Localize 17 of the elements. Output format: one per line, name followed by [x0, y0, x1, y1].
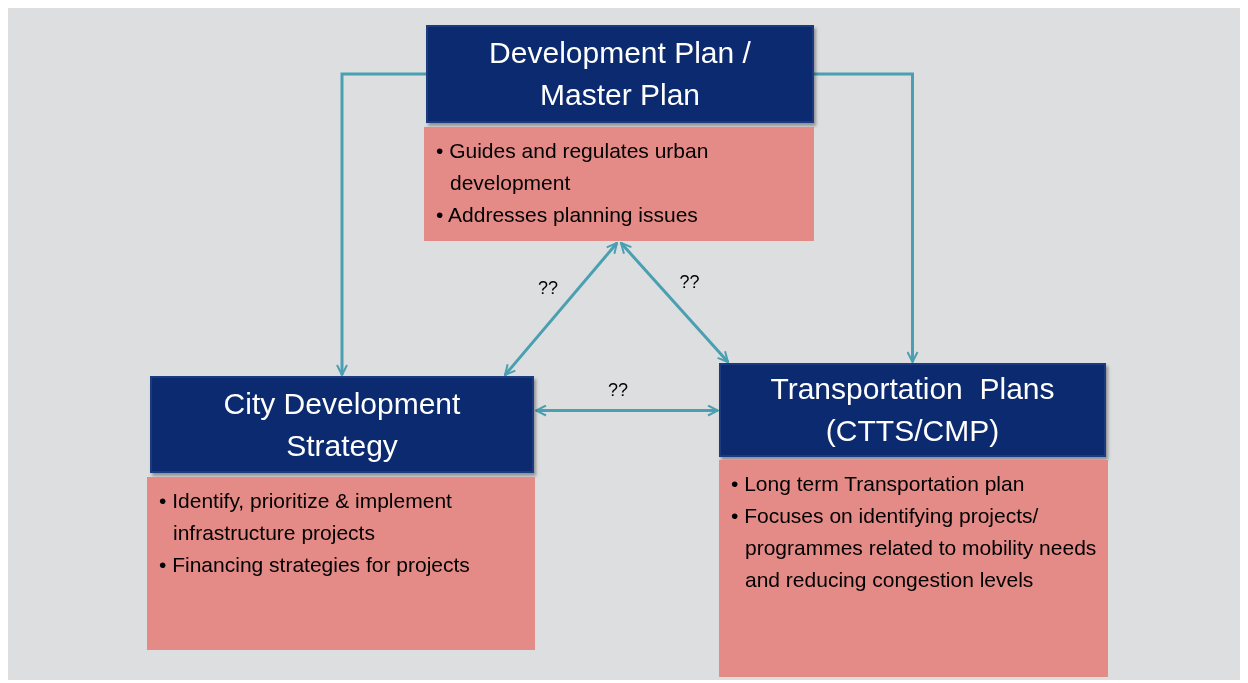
description-box	[719, 460, 1108, 677]
bullet-text: • Financing strategies for projects	[159, 552, 471, 578]
description-box	[424, 127, 814, 241]
bullet-text: • Focuses on identifying projects/ programmes related to mobility needs and reducing congestion levels	[731, 503, 1098, 593]
header-box: Development Plan / Master Plan	[426, 25, 814, 123]
bullet-text: • Addresses planning issues	[436, 202, 699, 228]
header-box: City Development Strategy	[150, 376, 534, 473]
connector-arrow	[535, 404, 719, 417]
header-box: Transportation Plans (CTTS/CMP)	[719, 363, 1106, 457]
description-box	[147, 477, 535, 650]
bullet-text: • Guides and regulates urban development	[436, 138, 710, 196]
connector-arrow	[619, 242, 730, 363]
bullet-text: • Long term Transportation plan	[731, 471, 1026, 497]
bullet-text: • Identify, prioritize & implement infrastructure projects	[159, 488, 453, 546]
connector-arrow	[503, 242, 619, 376]
connector-arrow	[814, 72, 919, 363]
connector-arrow	[336, 72, 426, 376]
